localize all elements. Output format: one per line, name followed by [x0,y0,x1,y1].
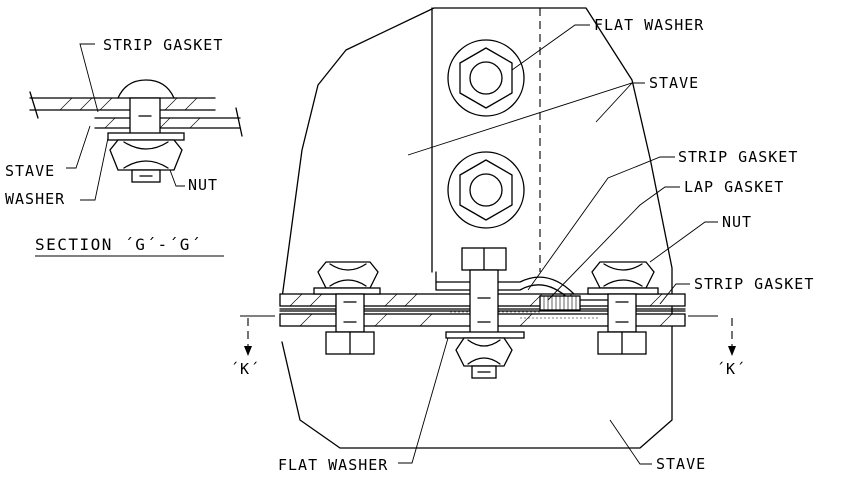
hex-head-lower [459,159,513,221]
inset-leader-strip-gasket [79,43,99,113]
center-nut [455,337,513,367]
lap-gasket-hatch [543,296,577,310]
label-strip-gasket-mid: STRIP GASKET [678,148,798,166]
inset-leader-stave [66,125,91,169]
inset-nut-arc [123,160,169,169]
plate-hatch [289,293,673,327]
inset-nut-arc [123,141,169,150]
left-washer [313,287,381,295]
inset-leader-washer [80,137,109,201]
main-view: ´K´ ´K´ FLAT WASHER STAVE STRIP GASKET L… [230,7,814,474]
left-nut-arc [329,279,367,287]
inset-break-line [29,91,39,119]
stave-outline [281,7,673,449]
section-marker-left: ´K´ [230,318,260,378]
left-nut [317,261,379,289]
inset-leader-nut [169,169,185,187]
center-bolt-shank [469,269,499,337]
leader-lap-gasket [547,186,680,301]
inset-hatch [59,97,201,129]
upper-hex-bolt [447,39,525,117]
label-flat-washer-top: FLAT WASHER [594,16,704,34]
center-washer [445,331,525,339]
inset-label-strip-gasket: STRIP GASKET [103,36,223,54]
right-bolt-assembly [587,261,659,355]
section-mark-right: ´K´ [716,360,746,378]
label-flat-washer-bottom: FLAT WASHER [278,456,388,474]
inset-nut [109,139,183,171]
lower-hex-bolt [447,151,525,229]
lap-step-line [435,276,575,295]
section-mark-left: ´K´ [230,360,260,378]
left-bolt-assembly [313,261,381,355]
leader-nut-right [649,221,718,263]
leader-strip-gasket-mid [527,156,675,291]
inset-break-line [235,107,243,137]
leader-stave-top-a [407,82,645,156]
right-bolt-shank [607,293,637,333]
leader-flat-washer-bottom [398,337,449,464]
hex-head-upper [459,47,513,109]
left-nut-arc [329,263,367,271]
right-nut [591,261,655,289]
label-stave-bottom: STAVE [656,455,706,473]
bolt-end-upper [469,61,503,95]
label-strip-gasket-right: STRIP GASKET [694,275,814,293]
inset-section-gg: STRIP GASKET STAVE WASHER NUT SECTION ´G… [5,36,243,257]
section-marker-right: ´K´ [716,318,746,378]
leader-strip-gasket-right [659,283,690,305]
leader-flat-washer-top [511,24,590,71]
bolt-end-lower [469,173,503,207]
inset-washer [107,132,185,141]
leader-stave-top-b [595,82,633,123]
label-nut-right: NUT [722,213,752,231]
label-stave-top: STAVE [649,74,699,92]
label-lap-gasket: LAP GASKET [684,178,784,196]
left-bolt-shank [335,293,365,333]
inset-label-washer: WASHER [5,190,65,208]
center-bolt-assembly [445,247,525,379]
inset-label-stave: STAVE [5,162,55,180]
inset-label-nut: NUT [188,176,218,194]
leader-stave-bottom [609,419,652,465]
inset-bolt-head [117,79,175,99]
section-title: SECTION ´G´-´G´ [35,235,202,254]
right-washer [587,287,659,295]
